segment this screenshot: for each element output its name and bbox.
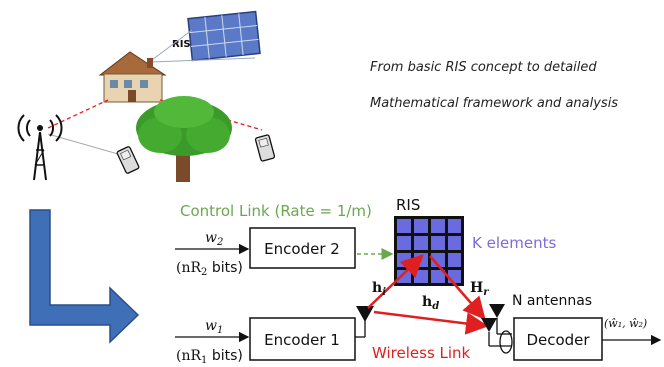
- w2-symbol: w2: [205, 230, 223, 248]
- decoder-label: Decoder: [526, 331, 590, 349]
- k-elements-label: K elements: [472, 234, 556, 252]
- phone-right-icon: [254, 134, 276, 162]
- ris-grid: [394, 216, 464, 286]
- rx-antenna-icon-1: [489, 304, 505, 318]
- w1-symbol: w1: [205, 318, 223, 336]
- hr-symbol: Hr: [470, 280, 489, 298]
- nr1-label: (nR1 bits): [176, 348, 243, 366]
- encoder-1-label: Encoder 1: [264, 331, 340, 349]
- tower-icon: [17, 114, 63, 181]
- phone-left-icon: [116, 146, 140, 174]
- caption-line-2: Mathematical framework and analysis: [370, 96, 619, 111]
- top-ris-label: RIS: [172, 39, 191, 50]
- tx-antenna-icon: [356, 306, 374, 322]
- flow-arrow: [29, 209, 140, 344]
- top-ris-panel: [187, 10, 261, 62]
- rx-antenna-icon-2: [481, 318, 497, 332]
- tree-icon: [136, 96, 232, 182]
- house-icon: [98, 51, 167, 103]
- hd-symbol: hd: [422, 294, 439, 312]
- wireless-link-label: Wireless Link: [372, 344, 471, 362]
- ris-label: RIS: [396, 196, 420, 214]
- output-label: (ŵ₁, ŵ₂): [604, 317, 647, 330]
- nr2-label: (nR2 bits): [176, 260, 243, 278]
- encoder-1-block: [249, 317, 356, 361]
- caption-line-1: From basic RIS concept to detailed: [370, 60, 597, 75]
- encoder-2-label: Encoder 2: [264, 240, 340, 258]
- decoder-block: [513, 317, 603, 361]
- n-antennas-label: N antennas: [512, 293, 592, 309]
- encoder-2-block: [249, 227, 356, 269]
- control-link-label: Control Link (Rate = 1/m): [180, 202, 372, 220]
- hi-symbol: hi: [372, 280, 386, 298]
